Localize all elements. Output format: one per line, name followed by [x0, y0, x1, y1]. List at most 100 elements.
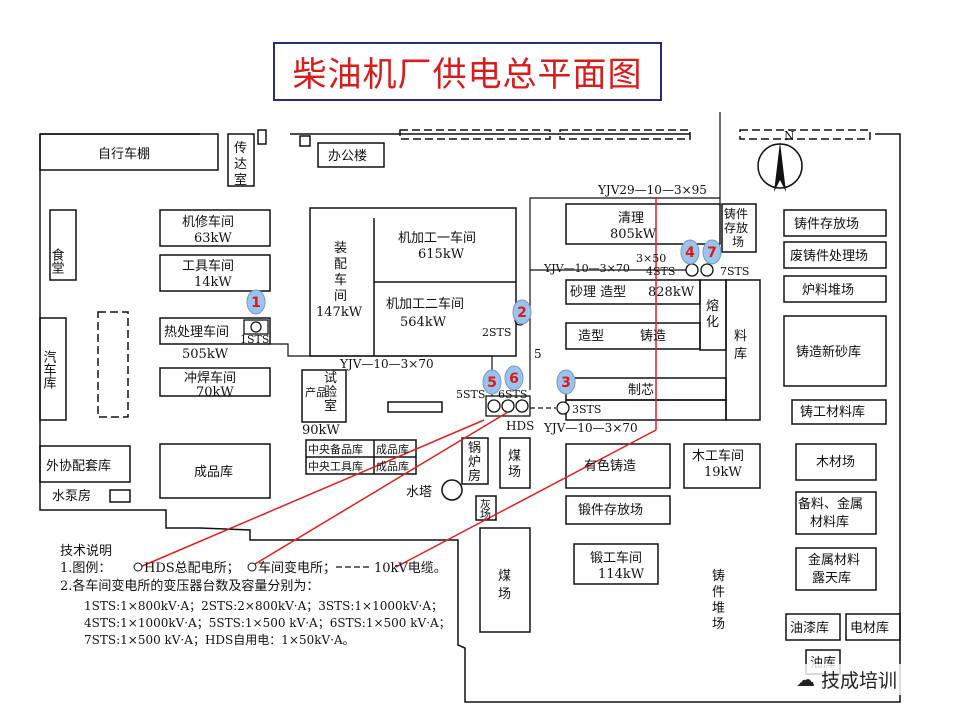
- r-cast-store-box: [783, 209, 887, 237]
- nonferrous-box: [565, 443, 671, 489]
- label-molding: 造型: [578, 329, 604, 344]
- bike-shed-box: [39, 133, 219, 171]
- watermark-text: 技成培训: [821, 670, 898, 692]
- title-box: 柴油机厂供电总平面图: [273, 42, 662, 101]
- label-assembly-kw: 147kW: [316, 305, 363, 320]
- callout-5-bubble: [482, 369, 502, 395]
- label-casting: 铸造: [640, 328, 666, 344]
- label-bike-shed: 自行车棚: [98, 146, 150, 162]
- small-bar: [387, 401, 443, 413]
- callout-2-bubble: [512, 299, 532, 325]
- r-paint-box: [785, 613, 841, 641]
- label-repair-kw: 63kW: [194, 231, 232, 246]
- sts7-symbol: [700, 263, 714, 277]
- label-r-metal-1: 金属材料: [808, 552, 860, 568]
- repair-box: [159, 209, 271, 247]
- callout-7: 7: [707, 245, 717, 261]
- label-boiler-2: 炉: [468, 455, 481, 470]
- dashed-top-1: [399, 129, 551, 140]
- label-material-1: 料: [734, 329, 747, 344]
- label-mach2-kw: 564kW: [400, 315, 447, 330]
- label-boiler-1: 锅: [468, 440, 481, 456]
- callout-6: 6: [509, 371, 519, 387]
- cleaning-box: [565, 203, 721, 245]
- label-cast-pile-4: 场: [712, 617, 725, 632]
- wood-box: [683, 443, 761, 489]
- label-cast-pile-2: 件: [712, 585, 725, 600]
- callout-3-bubble: [556, 369, 576, 395]
- compass-rose: N: [757, 129, 803, 192]
- hds-symbol-3: [515, 399, 529, 413]
- label-product: 产品: [305, 385, 327, 399]
- gate-post-1: [257, 129, 267, 145]
- label-coal-small-2: 场: [508, 465, 521, 480]
- label-water-tower: 水塔: [406, 485, 432, 500]
- sts3-symbol: [556, 401, 570, 415]
- label-coal-big-2: 场: [498, 587, 511, 602]
- label-sand: 砂理 造型: [570, 285, 626, 300]
- label-r-spare-2: 材料库: [810, 514, 849, 530]
- label-wood: 木工车间: [692, 448, 744, 464]
- page-title: 柴油机厂供电总平面图: [292, 55, 643, 95]
- callout-1-bubble: [246, 289, 266, 315]
- label-heat-kw: 505kW: [182, 347, 229, 362]
- canteen-box: [49, 209, 77, 281]
- label-mach1-kw: 615kW: [418, 247, 465, 262]
- label-sts5: 5STS: [456, 388, 485, 401]
- r-sand-box: [783, 315, 887, 387]
- label-cast-yard-2: 存放: [724, 220, 748, 235]
- finished-box: [159, 443, 271, 499]
- label-heat: 热处理车间: [164, 324, 229, 340]
- hds-symbol-2: [501, 399, 515, 413]
- callout-2: 2: [517, 305, 527, 321]
- sts4-symbol: [685, 263, 699, 277]
- label-guard-2: 达: [234, 157, 247, 172]
- label-cleaning: 清理: [618, 211, 644, 226]
- callout-7-bubble: [702, 239, 722, 265]
- callout-4-bubble: [680, 239, 700, 265]
- label-r-elec: 电材库: [850, 620, 889, 636]
- site-boundary: [39, 133, 901, 703]
- label-cast-yard-1: 铸件: [724, 206, 748, 221]
- label-finished: 成品库: [194, 464, 233, 480]
- label-forging: 锻工车间: [590, 550, 642, 566]
- notes-line5: 7STS:1×500 kV·A；HDS自用电：1×50kV·A。: [84, 633, 355, 647]
- label-weld: 冲焊车间: [184, 370, 236, 386]
- label-r-timber: 木材场: [816, 455, 855, 470]
- test-box: [301, 369, 347, 423]
- sts1-symbol: [250, 321, 262, 333]
- label-boiler-3: 房: [468, 468, 481, 484]
- heat-box: [159, 317, 271, 345]
- label-r-spare-1: 备料、金属: [798, 496, 863, 512]
- label-cleaning-kw: 805kW: [610, 227, 657, 242]
- r-elec-box: [845, 613, 901, 641]
- cable-label-mid2: 3×50: [636, 252, 666, 265]
- r-scrap-box: [783, 241, 887, 269]
- legend-sts-icon: [247, 562, 257, 572]
- label-pump: 水泵房: [52, 488, 91, 504]
- label-forging-kw: 114kW: [598, 567, 645, 582]
- label-r-cast-mat: 铸工材料库: [800, 404, 865, 420]
- water-tower-shape: [441, 479, 463, 501]
- label-melt-1: 熔: [706, 299, 719, 314]
- forging-box: [573, 543, 659, 585]
- label-outsourcing: 外协配套库: [46, 458, 111, 474]
- outsourcing-box: [39, 445, 131, 483]
- r-metal-box: [795, 547, 877, 591]
- label-test-kw: 90kW: [302, 423, 340, 438]
- label-ash-1: 灰: [480, 497, 491, 511]
- label-cast-pile-3: 堆: [712, 601, 725, 616]
- label-material-2: 库: [734, 346, 747, 362]
- callout-4: 4: [685, 245, 695, 261]
- label-sts6: 6STS: [498, 388, 527, 401]
- callout-6-bubble: [504, 365, 524, 391]
- label-coal-big-1: 煤: [498, 569, 511, 584]
- label-assembly-2: 配: [334, 257, 347, 272]
- label-wood-kw: 19kW: [704, 465, 742, 480]
- weld-box: [159, 367, 271, 397]
- label-r-cast-store: 铸件存放场: [794, 216, 859, 232]
- label-finished-small-2: 成品库: [376, 460, 409, 473]
- label-ash-2: 场: [480, 507, 491, 521]
- label-mach2: 机加工二车间: [386, 296, 464, 312]
